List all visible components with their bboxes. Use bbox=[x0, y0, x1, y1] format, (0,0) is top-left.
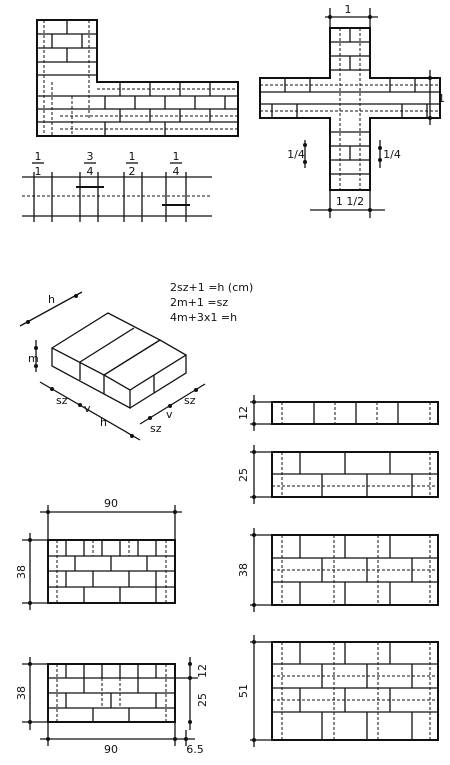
wall-25-label: 25 bbox=[237, 468, 250, 482]
wall-51-plan: 51 bbox=[237, 635, 439, 747]
fraction-half-den: 2 bbox=[129, 165, 136, 178]
fraction-quarter-den: 4 bbox=[173, 165, 180, 178]
wall-b-offset-label: 6.5 bbox=[186, 743, 204, 756]
brick-m: m bbox=[28, 352, 39, 365]
formula-line-3: 4m+3x1 =h bbox=[170, 311, 237, 324]
wall-38-label: 38 bbox=[237, 563, 250, 577]
fraction-quarter-num: 1 bbox=[173, 150, 180, 163]
wall-12-plan: 12 bbox=[237, 395, 439, 431]
cross-junction-plan: 1 1 1/4 bbox=[259, 3, 445, 218]
fraction-three-quarter-den: 4 bbox=[87, 165, 94, 178]
brick-h-top: h bbox=[48, 293, 55, 306]
cross-left-label: 1/4 bbox=[287, 148, 305, 161]
brick-fractions: 1 1 3 4 1 2 1 4 bbox=[22, 150, 212, 222]
wall-12-label: 12 bbox=[237, 406, 250, 420]
brick-sz-3: sz bbox=[184, 394, 196, 407]
brick-sz-2: sz bbox=[150, 422, 162, 435]
fraction-three-quarter-num: 3 bbox=[87, 150, 94, 163]
brick-h-bottom: h bbox=[100, 416, 107, 429]
wall-25-plan: 25 bbox=[237, 445, 439, 504]
cross-right-label: 1 bbox=[438, 92, 445, 105]
cross-bottom-label: 1 1/2 bbox=[336, 195, 364, 208]
wall-b-height-label: 38 bbox=[15, 686, 28, 700]
wall-a-width-label: 90 bbox=[104, 497, 118, 510]
formula-block: 2sz+1 =h (cm) 2m+1 =sz 4m+3x1 =h bbox=[170, 281, 253, 324]
brick-v-1: v bbox=[84, 402, 91, 415]
brick-sz-1: sz bbox=[56, 394, 68, 407]
formula-line-1: 2sz+1 =h (cm) bbox=[170, 281, 253, 294]
fraction-one-num: 1 bbox=[35, 150, 42, 163]
wall-b-h-top-label: 12 bbox=[196, 664, 209, 678]
cross-mid-label: 1/4 bbox=[383, 148, 401, 161]
isometric-brick: h m sz v h sz v sz bbox=[19, 291, 206, 441]
wall-38-plan: 38 bbox=[237, 528, 439, 612]
wall-a-height-label: 38 bbox=[15, 565, 28, 579]
wall-90x38-offset-plan: 38 12 25 90 6.5 bbox=[15, 657, 209, 756]
fraction-half-num: 1 bbox=[129, 150, 136, 163]
cross-top-label: 1 bbox=[345, 3, 352, 16]
fraction-one-den: 1 bbox=[35, 165, 42, 178]
wall-b-h-mid-label: 25 bbox=[196, 693, 209, 707]
formula-line-2: 2m+1 =sz bbox=[170, 296, 228, 309]
wall-90x38-plan: 90 38 bbox=[15, 497, 182, 610]
wall-51-label: 51 bbox=[237, 684, 250, 698]
corner-bond-plan bbox=[36, 19, 239, 137]
wall-b-width-label: 90 bbox=[104, 743, 118, 756]
brick-v-2: v bbox=[166, 408, 173, 421]
